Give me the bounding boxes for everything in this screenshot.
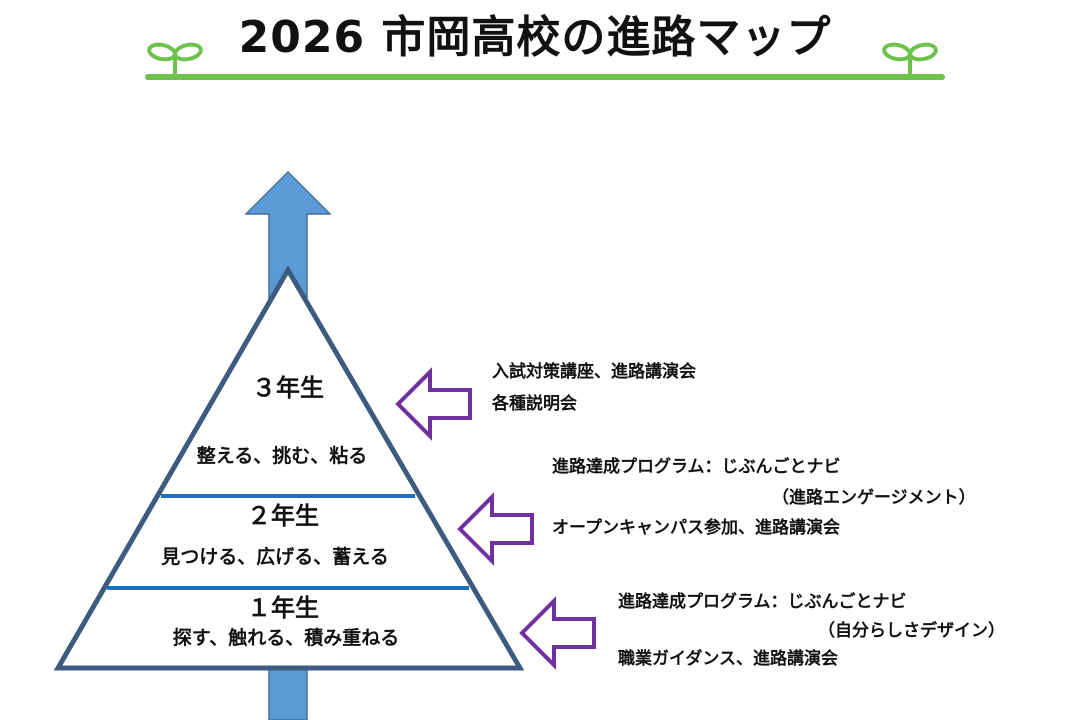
grade2-label: ２年生 <box>247 502 319 530</box>
grade3-event-line1: 入試対策講座、進路講演会 <box>492 362 696 382</box>
left-arrow-icon <box>457 492 534 566</box>
page-title: 2026 市岡高校の進路マップ <box>238 12 832 63</box>
grade3-event-line2: 各種説明会 <box>492 394 577 414</box>
sprout-icon <box>147 42 203 78</box>
grade3-label: ３年生 <box>252 374 324 402</box>
grade2-event-line1: 進路達成プログラム：じぶんごとナビ <box>552 457 841 477</box>
grade1-event-line1: 進路達成プログラム：じぶんごとナビ <box>618 592 907 612</box>
left-arrow-icon <box>519 596 596 670</box>
left-arrow-icon <box>395 367 472 441</box>
grade1-label: １年生 <box>247 594 319 622</box>
sprout-icon <box>882 42 938 78</box>
grade1-theme: 探す、触れる、積み重ねる <box>172 627 400 649</box>
grade2-theme: 見つける、広げる、蓄える <box>161 546 389 568</box>
grade1-event-line2: （自分らしさデザイン） <box>818 621 1005 641</box>
title-underline <box>145 74 945 80</box>
grade2-event-line3: オープンキャンパス参加、進路講演会 <box>552 518 840 538</box>
pyramid <box>53 265 525 671</box>
grade2-event-line2: （進路エンゲージメント） <box>772 488 976 508</box>
grade3-theme: 整える、挑む、粘る <box>196 445 368 467</box>
grade1-event-line3: 職業ガイダンス、進路講演会 <box>618 649 838 669</box>
